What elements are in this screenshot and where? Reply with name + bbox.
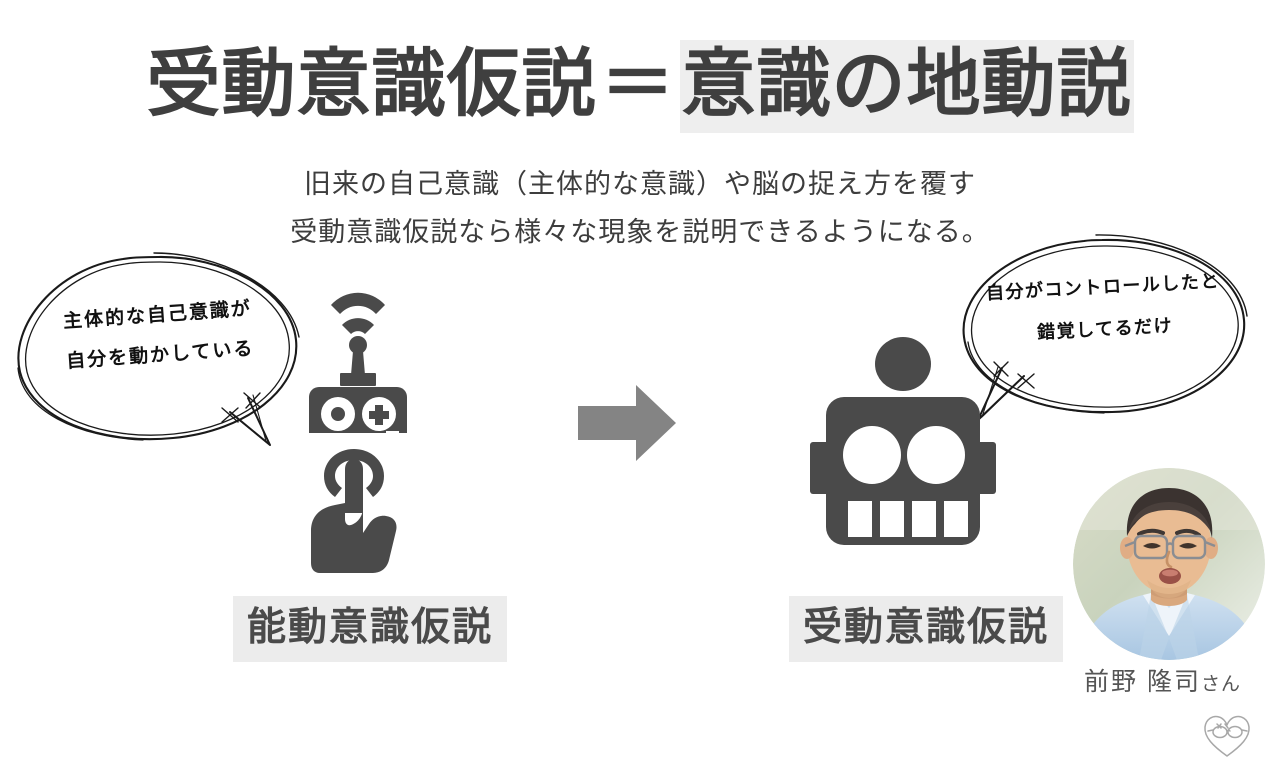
rc-transmitter-icon bbox=[309, 292, 407, 433]
heart-glasses-logo-icon bbox=[1204, 715, 1250, 757]
speech-bubble-right-text: 自分がコントロールしたと 錯覚してるだけ bbox=[976, 259, 1232, 356]
tap-hand-icon bbox=[311, 449, 397, 573]
person-name-caption: 前野 隆司さん bbox=[1055, 666, 1270, 701]
page-subtitle: 旧来の自己意識（主体的な意識）や脳の捉え方を覆す 受動意識仮説なら様々な現象を説… bbox=[0, 160, 1280, 256]
subtitle-line-1: 旧来の自己意識（主体的な意識）や脳の捉え方を覆す bbox=[304, 169, 976, 199]
subtitle-line-2: 受動意識仮説なら様々な現象を説明できるようになる。 bbox=[290, 217, 990, 247]
speech-bubble-left-outline bbox=[17, 252, 300, 446]
right-arrow-icon bbox=[578, 385, 676, 461]
label-active-hypothesis: 能動意識仮説 bbox=[233, 596, 508, 662]
person-portrait-illustration bbox=[1073, 468, 1265, 660]
title-equals-sign: ＝ bbox=[600, 42, 676, 125]
robot-head-icon bbox=[810, 337, 996, 545]
speech-bubble-left: 主体的な自己意識が 自分を動かしている bbox=[8, 248, 308, 458]
title-plain-part: 受動意識仮説 bbox=[146, 42, 597, 125]
speech-bubble-right: 自分がコントロールしたと 錯覚してるだけ bbox=[952, 232, 1252, 422]
person-name-text: 前野 隆司 bbox=[1084, 668, 1201, 696]
label-passive-hypothesis: 受動意識仮説 bbox=[789, 596, 1064, 662]
title-highlighted-part: 意識の地動説 bbox=[679, 40, 1134, 133]
person-name-suffix: さん bbox=[1200, 674, 1241, 695]
page-title: 受動意識仮説＝意識の地動説 bbox=[0, 40, 1280, 133]
person-avatar bbox=[1073, 468, 1265, 660]
